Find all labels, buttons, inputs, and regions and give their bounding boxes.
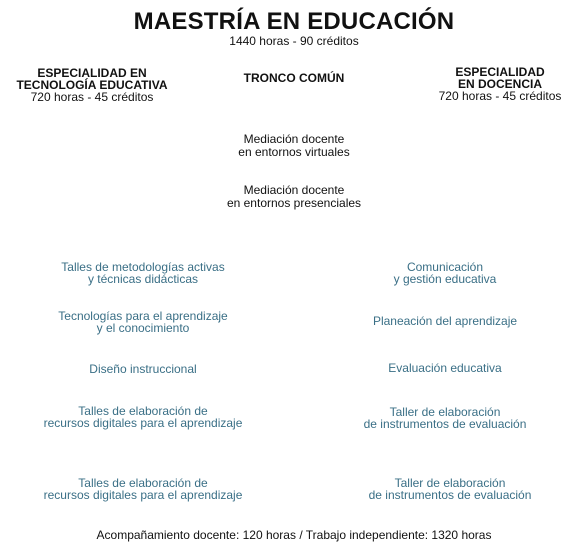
right-course: Taller de elaboración de instrumentos de… bbox=[368, 476, 532, 502]
left-header-line2: TECNOLOGÍA EDUCATIVA bbox=[16, 78, 168, 92]
left-specialty-header: ESPECIALIDAD EN TECNOLOGÍA EDUCATIVA 720… bbox=[4, 67, 180, 104]
footer-note: Acompañamiento docente: 120 horas / Trab… bbox=[96, 528, 492, 542]
left-header-hours: 720 horas - 45 créditos bbox=[30, 90, 154, 104]
right-course: Planeación del aprendizaje bbox=[372, 314, 518, 328]
right-specialty-header: ESPECIALIDAD EN DOCENCIA 720 horas - 45 … bbox=[420, 66, 580, 103]
left-course: Talles de elaboración de recursos digita… bbox=[43, 404, 243, 430]
right-course: Taller de elaboración de instrumentos de… bbox=[363, 405, 527, 431]
common-course: Mediación docente en entornos virtuales bbox=[238, 132, 350, 159]
common-trunk-header: TRONCO COMÚN bbox=[243, 71, 345, 85]
left-course: Talles de metodologías activas y técnica… bbox=[61, 260, 225, 286]
page-title: MAESTRÍA EN EDUCACIÓN bbox=[133, 8, 455, 35]
right-header-hours: 720 horas - 45 créditos bbox=[438, 89, 562, 103]
right-header-line2: EN DOCENCIA bbox=[457, 77, 542, 91]
left-header-line1: ESPECIALIDAD EN bbox=[37, 66, 147, 80]
right-header-line1: ESPECIALIDAD bbox=[455, 65, 545, 79]
left-course: Tecnologías para el aprendizaje y el con… bbox=[58, 309, 228, 335]
common-course: Mediación docente en entornos presencial… bbox=[226, 183, 362, 210]
page-subtitle: 1440 horas - 90 créditos bbox=[229, 34, 359, 48]
left-course: Talles de elaboración de recursos digita… bbox=[43, 476, 243, 502]
right-course: Comunicación y gestión educativa bbox=[393, 260, 497, 286]
right-course: Evaluación educativa bbox=[388, 361, 502, 375]
left-course: Diseño instruccional bbox=[89, 362, 197, 376]
